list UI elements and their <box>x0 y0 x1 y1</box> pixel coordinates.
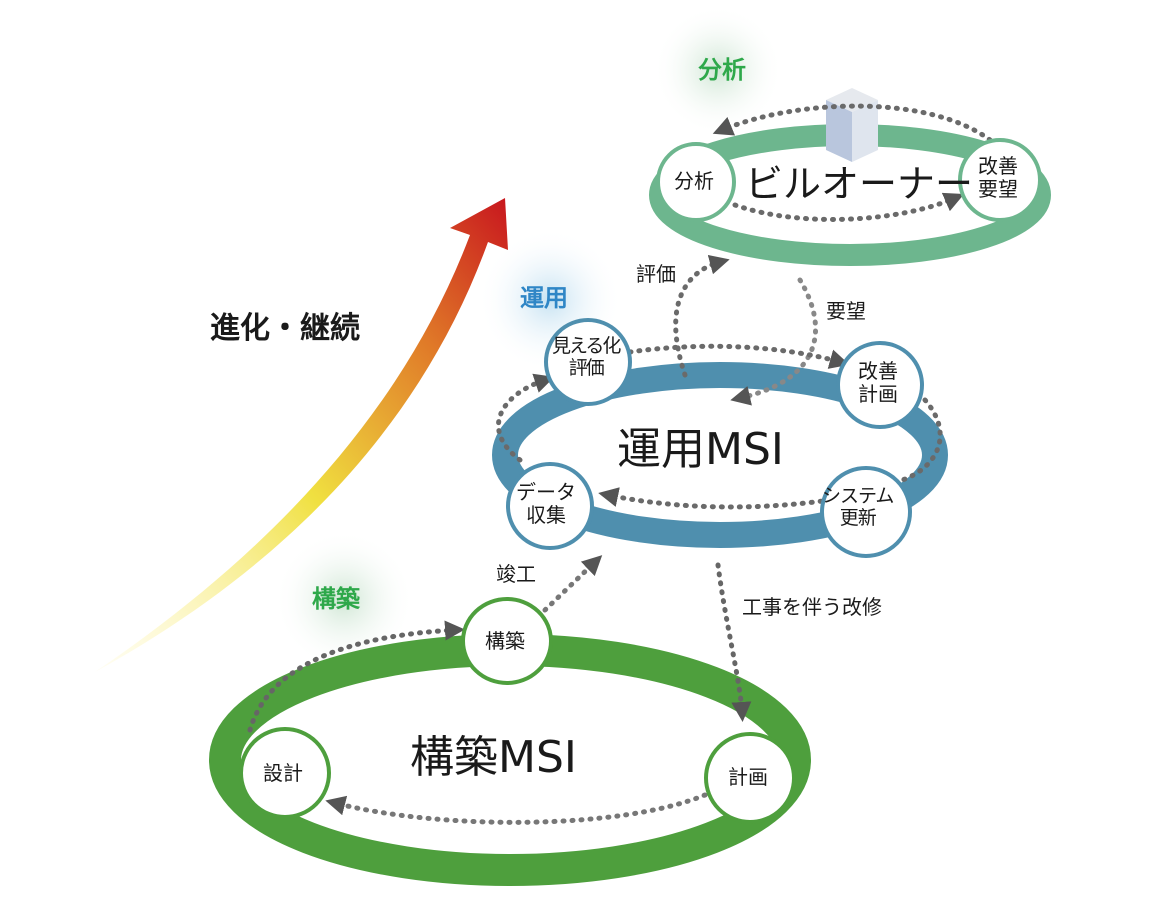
phase-construction-label: 構築 <box>312 585 360 613</box>
op-node-visualize <box>544 318 632 406</box>
flow-label-renovation: 工事を伴う改修 <box>742 595 882 619</box>
con-node-build <box>461 597 553 685</box>
owner-flow-top <box>712 103 993 143</box>
con-node-plan-label: 計画 <box>728 765 768 789</box>
request-flow <box>730 277 818 406</box>
flow-label-request: 要望 <box>826 299 866 323</box>
owner-node-analysis <box>656 142 736 222</box>
phase-operation-label: 運用 <box>520 284 568 312</box>
analysis-glow <box>653 5 783 135</box>
flow-label-evaluation: 評価 <box>636 262 676 286</box>
op-node-collect <box>506 462 594 550</box>
evolution-label: 進化・継続 <box>210 311 360 346</box>
op-flow-left <box>496 373 555 463</box>
flow-label-completion: 竣工 <box>496 562 536 586</box>
con-flow-top <box>247 620 465 733</box>
op-flow-bottom <box>598 487 833 510</box>
evaluation-flow <box>673 254 730 378</box>
con-node-build-label: 構築 <box>485 629 525 653</box>
op-node-update-label: システム 更新 <box>822 485 894 529</box>
con-node-plan <box>704 732 796 824</box>
owner-flow-bottom <box>732 192 965 222</box>
con-flow-bottom <box>325 792 708 825</box>
con-node-design-label: 設計 <box>263 761 303 785</box>
construction-glow <box>274 530 414 670</box>
construction-cycle-title: 構築MSI <box>410 732 577 783</box>
op-node-collect-label: データ 収集 <box>516 480 576 527</box>
evolution-arrow <box>95 198 508 672</box>
phase-analysis-label: 分析 <box>698 56 746 84</box>
op-flow-top <box>627 343 850 369</box>
owner-node-request <box>958 138 1042 222</box>
owner-cycle-title: ビルオーナー <box>745 162 974 206</box>
renovation-flow <box>715 562 752 722</box>
owner-node-request-label: 改善 要望 <box>978 154 1018 201</box>
building-icon <box>826 88 878 162</box>
op-node-update <box>820 466 912 558</box>
con-node-design <box>239 727 331 819</box>
op-node-plan-label: 改善 計画 <box>858 359 898 406</box>
operation-cycle-title: 運用MSI <box>617 424 784 475</box>
owner-node-analysis-label: 分析 <box>674 169 714 193</box>
operation-ring <box>492 362 948 548</box>
op-node-visualize-label: 見える化 評価 <box>552 335 621 379</box>
op-node-plan <box>836 341 924 429</box>
completion-flow <box>542 555 603 613</box>
